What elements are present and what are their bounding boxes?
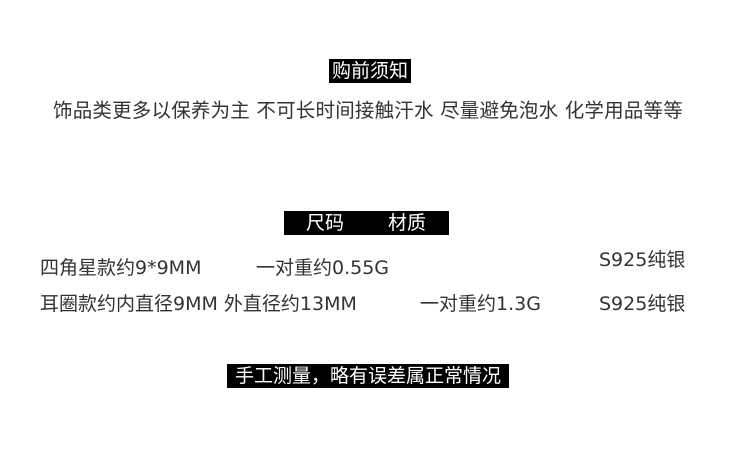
- material-heading: 材质: [388, 212, 427, 234]
- star-style-size: 四角星款约9*9MM: [40, 257, 202, 279]
- care-instructions: 饰品类更多以保养为主 不可长时间接触汗水 尽量避免泡水 化学用品等等: [53, 99, 683, 122]
- star-style-material: S925纯银: [599, 249, 686, 271]
- hoop-style-weight: 一对重约1.3G: [420, 293, 541, 315]
- hoop-style-material: S925纯银: [599, 293, 686, 315]
- measurement-note: 手工测量，略有误差属正常情况: [227, 364, 509, 388]
- purchase-notice-title: 购前须知: [329, 59, 411, 83]
- spec-header: 尺码 材质: [284, 211, 449, 235]
- star-style-weight: 一对重约0.55G: [256, 257, 390, 279]
- hoop-style-size: 耳圈款约内直径9MM 外直径约13MM: [40, 293, 357, 315]
- size-heading: 尺码: [306, 212, 345, 234]
